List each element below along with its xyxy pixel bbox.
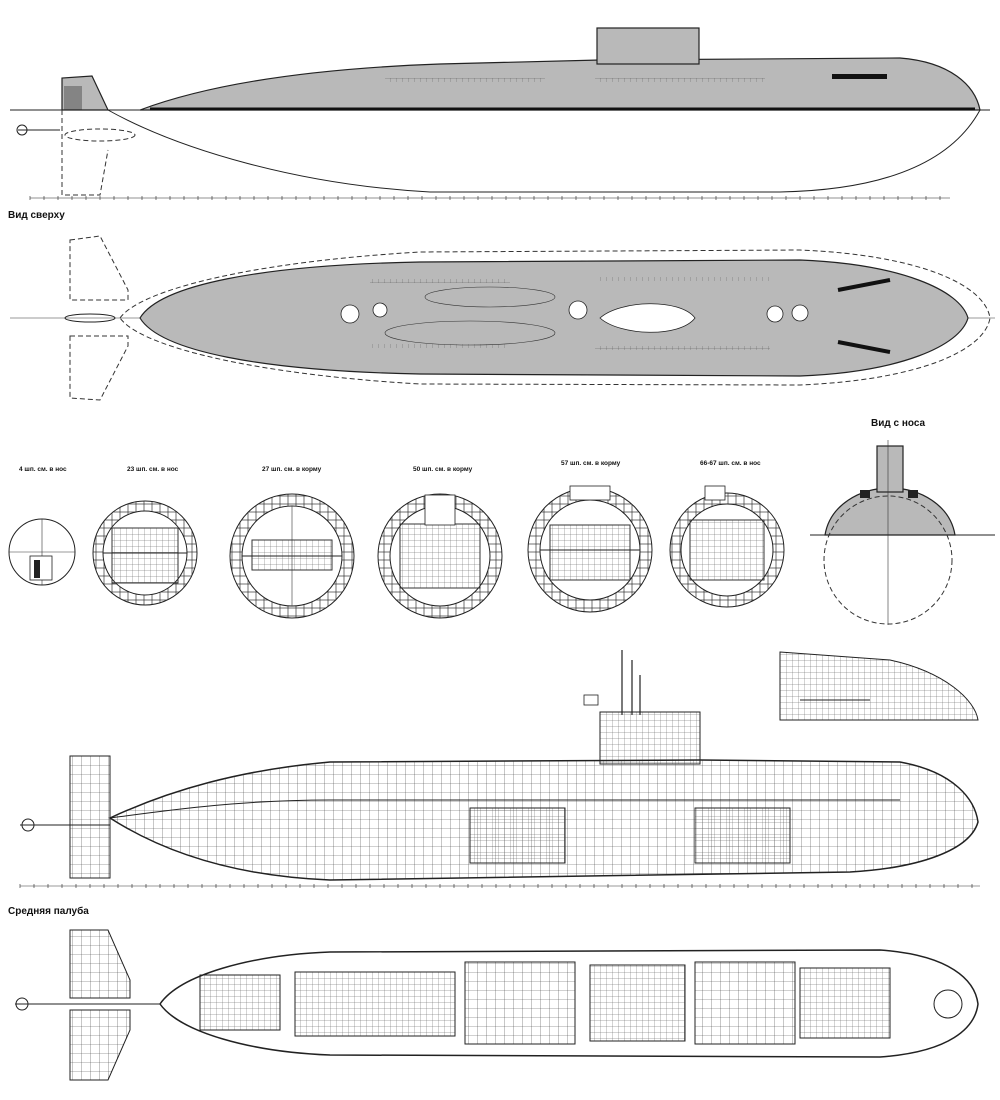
cross-sections bbox=[8, 440, 995, 625]
section-50 bbox=[377, 493, 503, 619]
propeller-icon bbox=[16, 124, 28, 136]
stern-rudder-side bbox=[61, 75, 109, 111]
section-label-27: 27 шп. см. в корму bbox=[262, 466, 322, 473]
stern-plane-top-lower bbox=[69, 335, 129, 401]
section-label-57: 57 шп. см. в корму bbox=[561, 460, 621, 467]
hull-upper-side bbox=[139, 57, 981, 111]
section-4 bbox=[8, 518, 76, 586]
middle-deck-label: Средняя палуба bbox=[8, 906, 89, 917]
section-27 bbox=[229, 493, 355, 619]
deck-top-gray bbox=[139, 259, 969, 377]
bow-detail-inset bbox=[779, 651, 979, 721]
bow-view bbox=[810, 440, 995, 625]
side-profile-view bbox=[10, 27, 990, 199]
section-57 bbox=[527, 485, 653, 613]
section-66-67 bbox=[669, 485, 785, 608]
section-label-23: 23 шп. см. в нос bbox=[127, 466, 179, 473]
sail-side bbox=[596, 27, 700, 65]
top-view bbox=[10, 235, 995, 401]
propeller-icon-3 bbox=[15, 997, 29, 1011]
vent-holes-row bbox=[385, 74, 887, 82]
propeller-icon-2 bbox=[21, 818, 35, 832]
stern-plane-plan-lower bbox=[69, 1009, 131, 1081]
bow-view-label: Вид с носа bbox=[871, 418, 926, 429]
flag-icon bbox=[583, 694, 599, 706]
stern-plane-plan-upper bbox=[69, 929, 131, 999]
sail-top bbox=[599, 303, 696, 333]
top-view-label: Вид сверху bbox=[8, 210, 65, 221]
stern-plane-top-upper bbox=[69, 235, 129, 301]
masts bbox=[621, 650, 641, 715]
sail-inboard bbox=[599, 711, 701, 765]
section-label-66-67: 66-67 шп. см. в нос bbox=[700, 460, 761, 467]
propeller-shaft bbox=[64, 128, 136, 142]
section-label-4: 4 шп. см. в нос bbox=[19, 466, 67, 473]
middle-deck-plan bbox=[15, 929, 979, 1081]
stern-rudder-inboard bbox=[69, 755, 111, 879]
bow-sail bbox=[876, 445, 904, 493]
hull-lower-side bbox=[107, 109, 981, 193]
inboard-profile bbox=[20, 650, 980, 887]
section-23 bbox=[92, 500, 198, 606]
section-label-50: 50 шп. см. в корму bbox=[413, 466, 473, 473]
